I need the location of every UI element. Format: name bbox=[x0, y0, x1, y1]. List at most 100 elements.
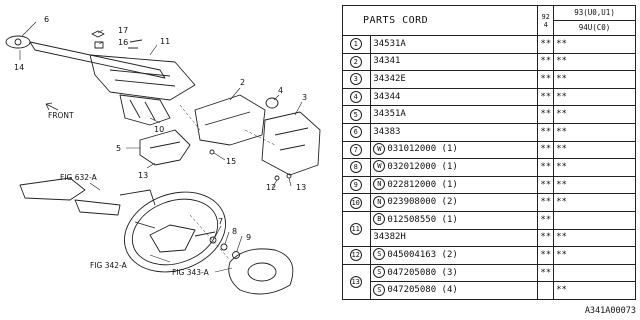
steering-wheel bbox=[123, 191, 227, 273]
part-code-text: 34382H bbox=[373, 232, 406, 243]
applicability-92: ** bbox=[537, 87, 555, 107]
applicability-92 bbox=[537, 281, 555, 300]
bolt-part-16 bbox=[94, 41, 104, 49]
callout-10: 10 bbox=[154, 125, 164, 134]
applicability-93-94: ** bbox=[553, 158, 636, 177]
callout-15: 15 bbox=[226, 157, 236, 166]
column-upper-bracket bbox=[89, 54, 196, 101]
applicability-92: ** bbox=[537, 140, 555, 160]
applicability-93-94: ** bbox=[553, 175, 636, 195]
front-label: FRONT bbox=[48, 111, 74, 120]
part-code-text: 032012000 (1) bbox=[387, 161, 458, 172]
callout-6: 6 bbox=[44, 15, 49, 24]
callout-11: 11 bbox=[160, 37, 170, 46]
table-header-row: PARTS CORD 92 4 93(U0,U1) bbox=[341, 5, 636, 36]
part-code-text: 34341 bbox=[373, 56, 401, 67]
applicability-92: ** bbox=[537, 122, 555, 142]
part-prefix-badge: S bbox=[373, 283, 386, 296]
applicability-92: ** bbox=[537, 52, 555, 72]
part-code-text: 34342E bbox=[373, 73, 406, 84]
callout-8: 8 bbox=[232, 227, 237, 236]
washer-part-8 bbox=[220, 243, 228, 251]
part-code-text: 023908000 (2) bbox=[387, 197, 458, 208]
row-number: 2 bbox=[341, 52, 372, 72]
callout-2: 2 bbox=[240, 78, 245, 87]
applicability-93-94: ** bbox=[553, 246, 636, 265]
applicability-93-94: ** bbox=[553, 228, 636, 248]
applicability-92: ** bbox=[537, 263, 555, 283]
applicability-92: ** bbox=[537, 35, 555, 54]
part-prefix-badge: N bbox=[373, 195, 386, 208]
fig-ref-632a: FIG 632-A bbox=[60, 173, 98, 182]
nut-part-9 bbox=[232, 251, 240, 259]
callout-3: 3 bbox=[302, 93, 307, 102]
callout-5: 5 bbox=[116, 144, 121, 153]
callout-7: 7 bbox=[218, 217, 223, 226]
part-prefix-badge: S bbox=[373, 248, 386, 261]
applicability-92: ** bbox=[537, 246, 555, 265]
applicability-93-94: ** bbox=[553, 52, 636, 72]
part-code: 34351A bbox=[370, 105, 539, 124]
applicability-93-94 bbox=[553, 263, 636, 283]
part-code: 34531A bbox=[370, 35, 539, 54]
column-lower-mechanism bbox=[119, 94, 171, 126]
column-cover-lower bbox=[194, 94, 266, 146]
applicability-92: ** bbox=[537, 210, 555, 230]
column-bracket-part-5 bbox=[139, 129, 191, 166]
row-number: 10 bbox=[341, 193, 372, 212]
horn-pad bbox=[228, 248, 294, 295]
applicability-93-94: ** bbox=[553, 105, 636, 124]
part-prefix-badge: S bbox=[373, 266, 386, 279]
applicability-92: ** bbox=[537, 228, 555, 248]
part-code-text: 012508550 (1) bbox=[387, 214, 458, 225]
fig-ref-343a: FIG 343-A bbox=[172, 268, 210, 277]
row-number: 9 bbox=[341, 175, 372, 195]
callout-12: 12 bbox=[266, 183, 276, 192]
callout-17: 17 bbox=[118, 26, 128, 35]
part-code-text: 045004163 (2) bbox=[387, 249, 458, 260]
steering-column-shaft bbox=[29, 41, 166, 79]
screw-part-12 bbox=[274, 175, 280, 181]
callout-13-upper: 13 bbox=[296, 183, 306, 192]
screw-part-15 bbox=[209, 149, 215, 155]
figure-references: FIG 632-A FIG 342-A FIG 343-A bbox=[60, 173, 210, 277]
applicability-92: ** bbox=[537, 158, 555, 177]
part-code-text: 34344 bbox=[373, 91, 401, 102]
row-number: 7 bbox=[341, 140, 372, 160]
catalog-id: A341A00073 bbox=[584, 306, 636, 316]
row-number: 11 bbox=[341, 210, 372, 248]
part-code: 34382H bbox=[370, 228, 539, 248]
table-row: 34382H **** bbox=[343, 228, 636, 248]
applicability-92: ** bbox=[537, 70, 555, 89]
row-number: 4 bbox=[341, 87, 372, 107]
part-code: 34344 bbox=[370, 87, 539, 107]
part-prefix-badge: W bbox=[373, 142, 386, 155]
part-code: 34342E bbox=[370, 70, 539, 89]
applicability-93-94: ** bbox=[553, 35, 636, 54]
applicability-92: ** bbox=[537, 175, 555, 195]
part-code-text: 022812000 (1) bbox=[387, 179, 458, 190]
fig-ref-342a: FIG 342-A bbox=[90, 261, 128, 270]
callout-16: 16 bbox=[118, 38, 128, 47]
part-code-text: 047205080 (3) bbox=[387, 267, 458, 278]
combination-switch bbox=[19, 177, 86, 201]
part-code-text: 34383 bbox=[373, 126, 401, 137]
part-code-text: 031012000 (1) bbox=[387, 144, 458, 155]
nut-part-17 bbox=[91, 30, 105, 38]
row-number: 13 bbox=[341, 263, 372, 300]
front-direction-arrow: FRONT bbox=[45, 102, 74, 120]
row-number: 8 bbox=[341, 158, 372, 177]
